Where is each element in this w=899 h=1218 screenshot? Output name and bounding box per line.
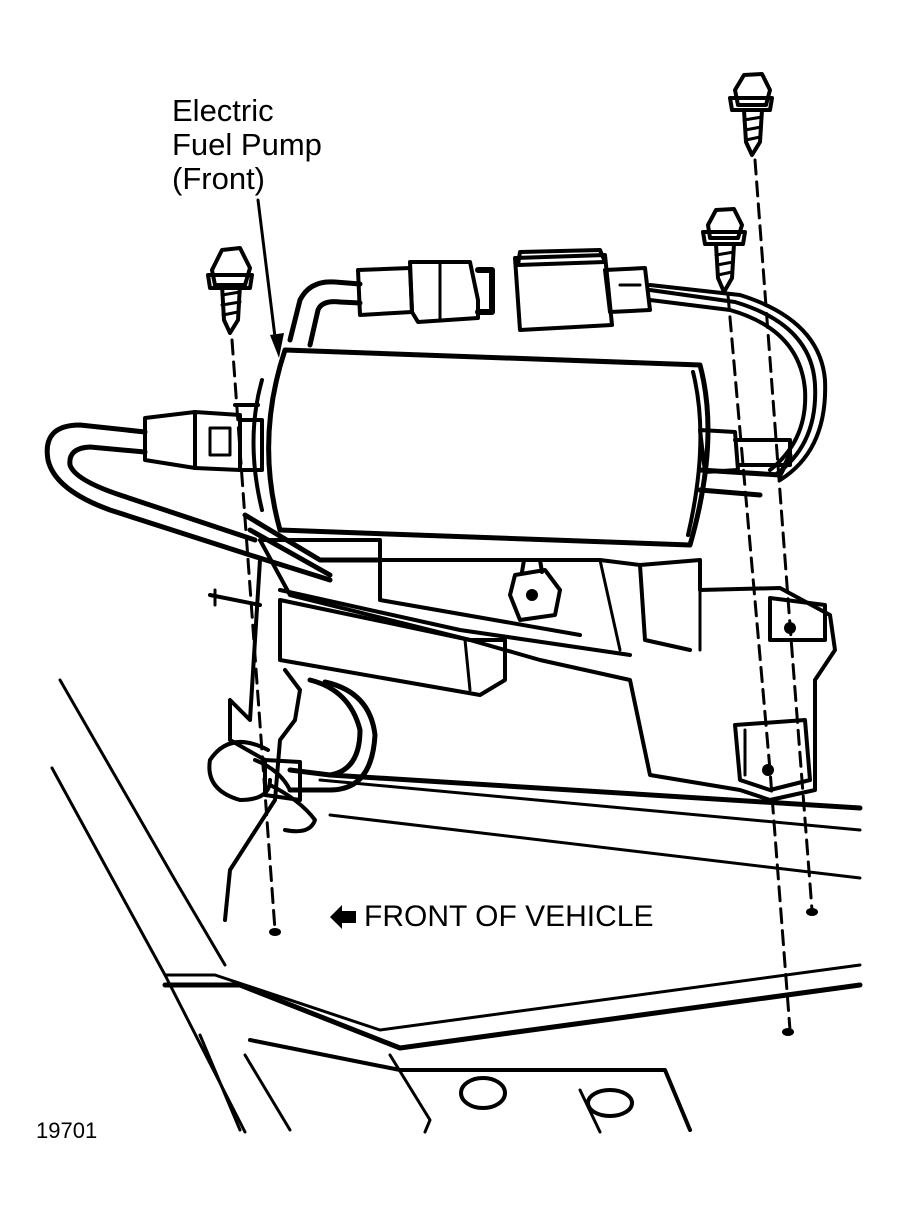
callout-line-3: (Front)	[172, 161, 265, 196]
rubber-isolator	[207, 740, 317, 834]
arrow-left-icon	[330, 905, 356, 929]
vehicle-frame	[50, 678, 863, 1134]
callout-line-2: Fuel Pump	[172, 127, 322, 162]
callout-leader	[256, 198, 284, 358]
floor-holes	[269, 908, 818, 1118]
front-of-vehicle-label: FRONT OF VEHICLE	[330, 900, 653, 934]
bolt-guide-lines	[230, 158, 814, 1032]
front-of-vehicle-text: FRONT OF VEHICLE	[364, 900, 654, 933]
mounting-bracket	[208, 538, 837, 922]
electric-fuel-pump	[143, 347, 792, 548]
mounting-bolt-top-right	[728, 72, 774, 157]
mounting-bolt-left	[206, 246, 254, 335]
fuel-lines	[44, 279, 828, 802]
callout-line-1: Electric	[172, 93, 274, 128]
electrical-connectors	[356, 248, 652, 332]
mounting-bolt-middle-right	[701, 207, 747, 294]
fuel-pump-callout: Electric Fuel Pump (Front)	[172, 94, 322, 196]
figure-number: 19701	[36, 1118, 98, 1143]
